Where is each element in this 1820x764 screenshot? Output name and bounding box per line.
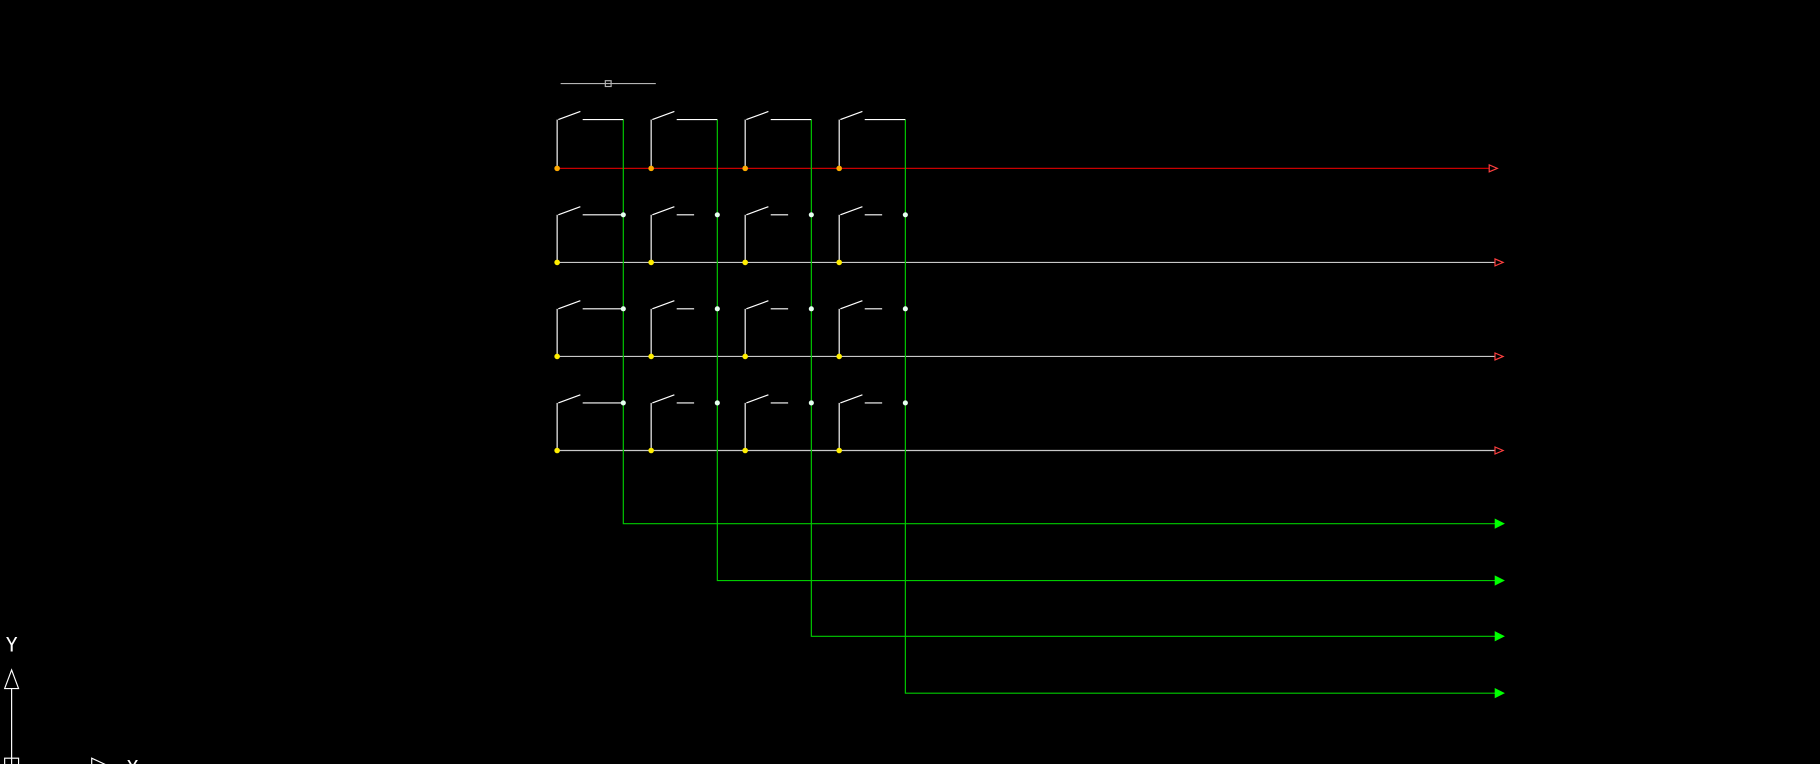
- row-arrow-icon: [1494, 352, 1505, 361]
- row-node-dot: [648, 353, 654, 360]
- row-node-dot: [648, 259, 654, 266]
- row-node-dot: [648, 165, 654, 172]
- row-node-dot: [836, 259, 842, 266]
- switch-blade: [558, 110, 581, 121]
- switch-blade: [840, 110, 863, 121]
- ucs-x-arrow-icon: [91, 757, 106, 764]
- contact-junction-dot: [808, 306, 814, 312]
- contact-junction-dot: [620, 306, 626, 312]
- row-arrow-icon: [1494, 446, 1505, 455]
- row-node-dot: [836, 353, 842, 360]
- row-node-dot: [554, 165, 560, 172]
- row-node-dot: [554, 353, 560, 360]
- row-node-dot: [554, 447, 560, 454]
- contact-junction-dot: [620, 212, 626, 218]
- contact-junction-dot: [714, 212, 720, 218]
- switch-blade: [746, 110, 769, 121]
- switch-blade: [746, 206, 769, 216]
- column-arrow-icon: [1494, 575, 1505, 586]
- switch-blade: [652, 394, 675, 404]
- switch-blade: [558, 300, 581, 310]
- contact-junction-dot: [808, 400, 814, 406]
- row-arrow-icon: [1494, 258, 1505, 267]
- switch-blade: [746, 394, 769, 404]
- row-node-dot: [742, 447, 748, 454]
- switch-blade: [558, 206, 581, 216]
- row-node-dot: [742, 259, 748, 266]
- ucs-y-label: Y: [6, 633, 18, 656]
- switch-blade: [840, 206, 863, 216]
- contact-junction-dot: [808, 212, 814, 218]
- row-node-dot: [554, 259, 560, 266]
- contact-junction-dot: [620, 400, 626, 406]
- column-arrow-icon: [1494, 518, 1505, 529]
- row-node-dot: [742, 353, 748, 360]
- switch-blade: [652, 300, 675, 310]
- contact-junction-dot: [902, 306, 908, 312]
- contact-junction-dot: [902, 400, 908, 406]
- column-line: [904, 119, 1497, 694]
- row-node-dot: [648, 447, 654, 454]
- drawing-entities: [554, 80, 1505, 699]
- contact-junction-dot: [714, 306, 720, 312]
- ucs-origin-box-icon: [4, 757, 20, 764]
- contact-junction-dot: [714, 400, 720, 406]
- column-arrow-icon: [1494, 631, 1505, 642]
- ucs-x-label: X: [127, 756, 139, 764]
- switch-blade: [746, 300, 769, 310]
- column-line: [810, 119, 1497, 637]
- column-line: [716, 119, 1497, 582]
- ucs-y-arrow-icon: [3, 668, 20, 690]
- row-node-dot: [836, 165, 842, 172]
- row-arrow-icon: [1488, 163, 1499, 173]
- contact-junction-dot: [902, 212, 908, 218]
- column-line: [622, 119, 1497, 525]
- switch-blade: [840, 300, 863, 310]
- switch-blade: [558, 394, 581, 404]
- switch-blade: [840, 394, 863, 404]
- switch-blade: [652, 110, 675, 121]
- ucs-axis-icon: Y X: [3, 633, 139, 764]
- column-arrow-icon: [1494, 688, 1505, 699]
- top-symbol-box: [604, 80, 612, 88]
- row-node-dot: [836, 447, 842, 454]
- switch-blade: [652, 206, 675, 216]
- row-node-dot: [742, 165, 748, 172]
